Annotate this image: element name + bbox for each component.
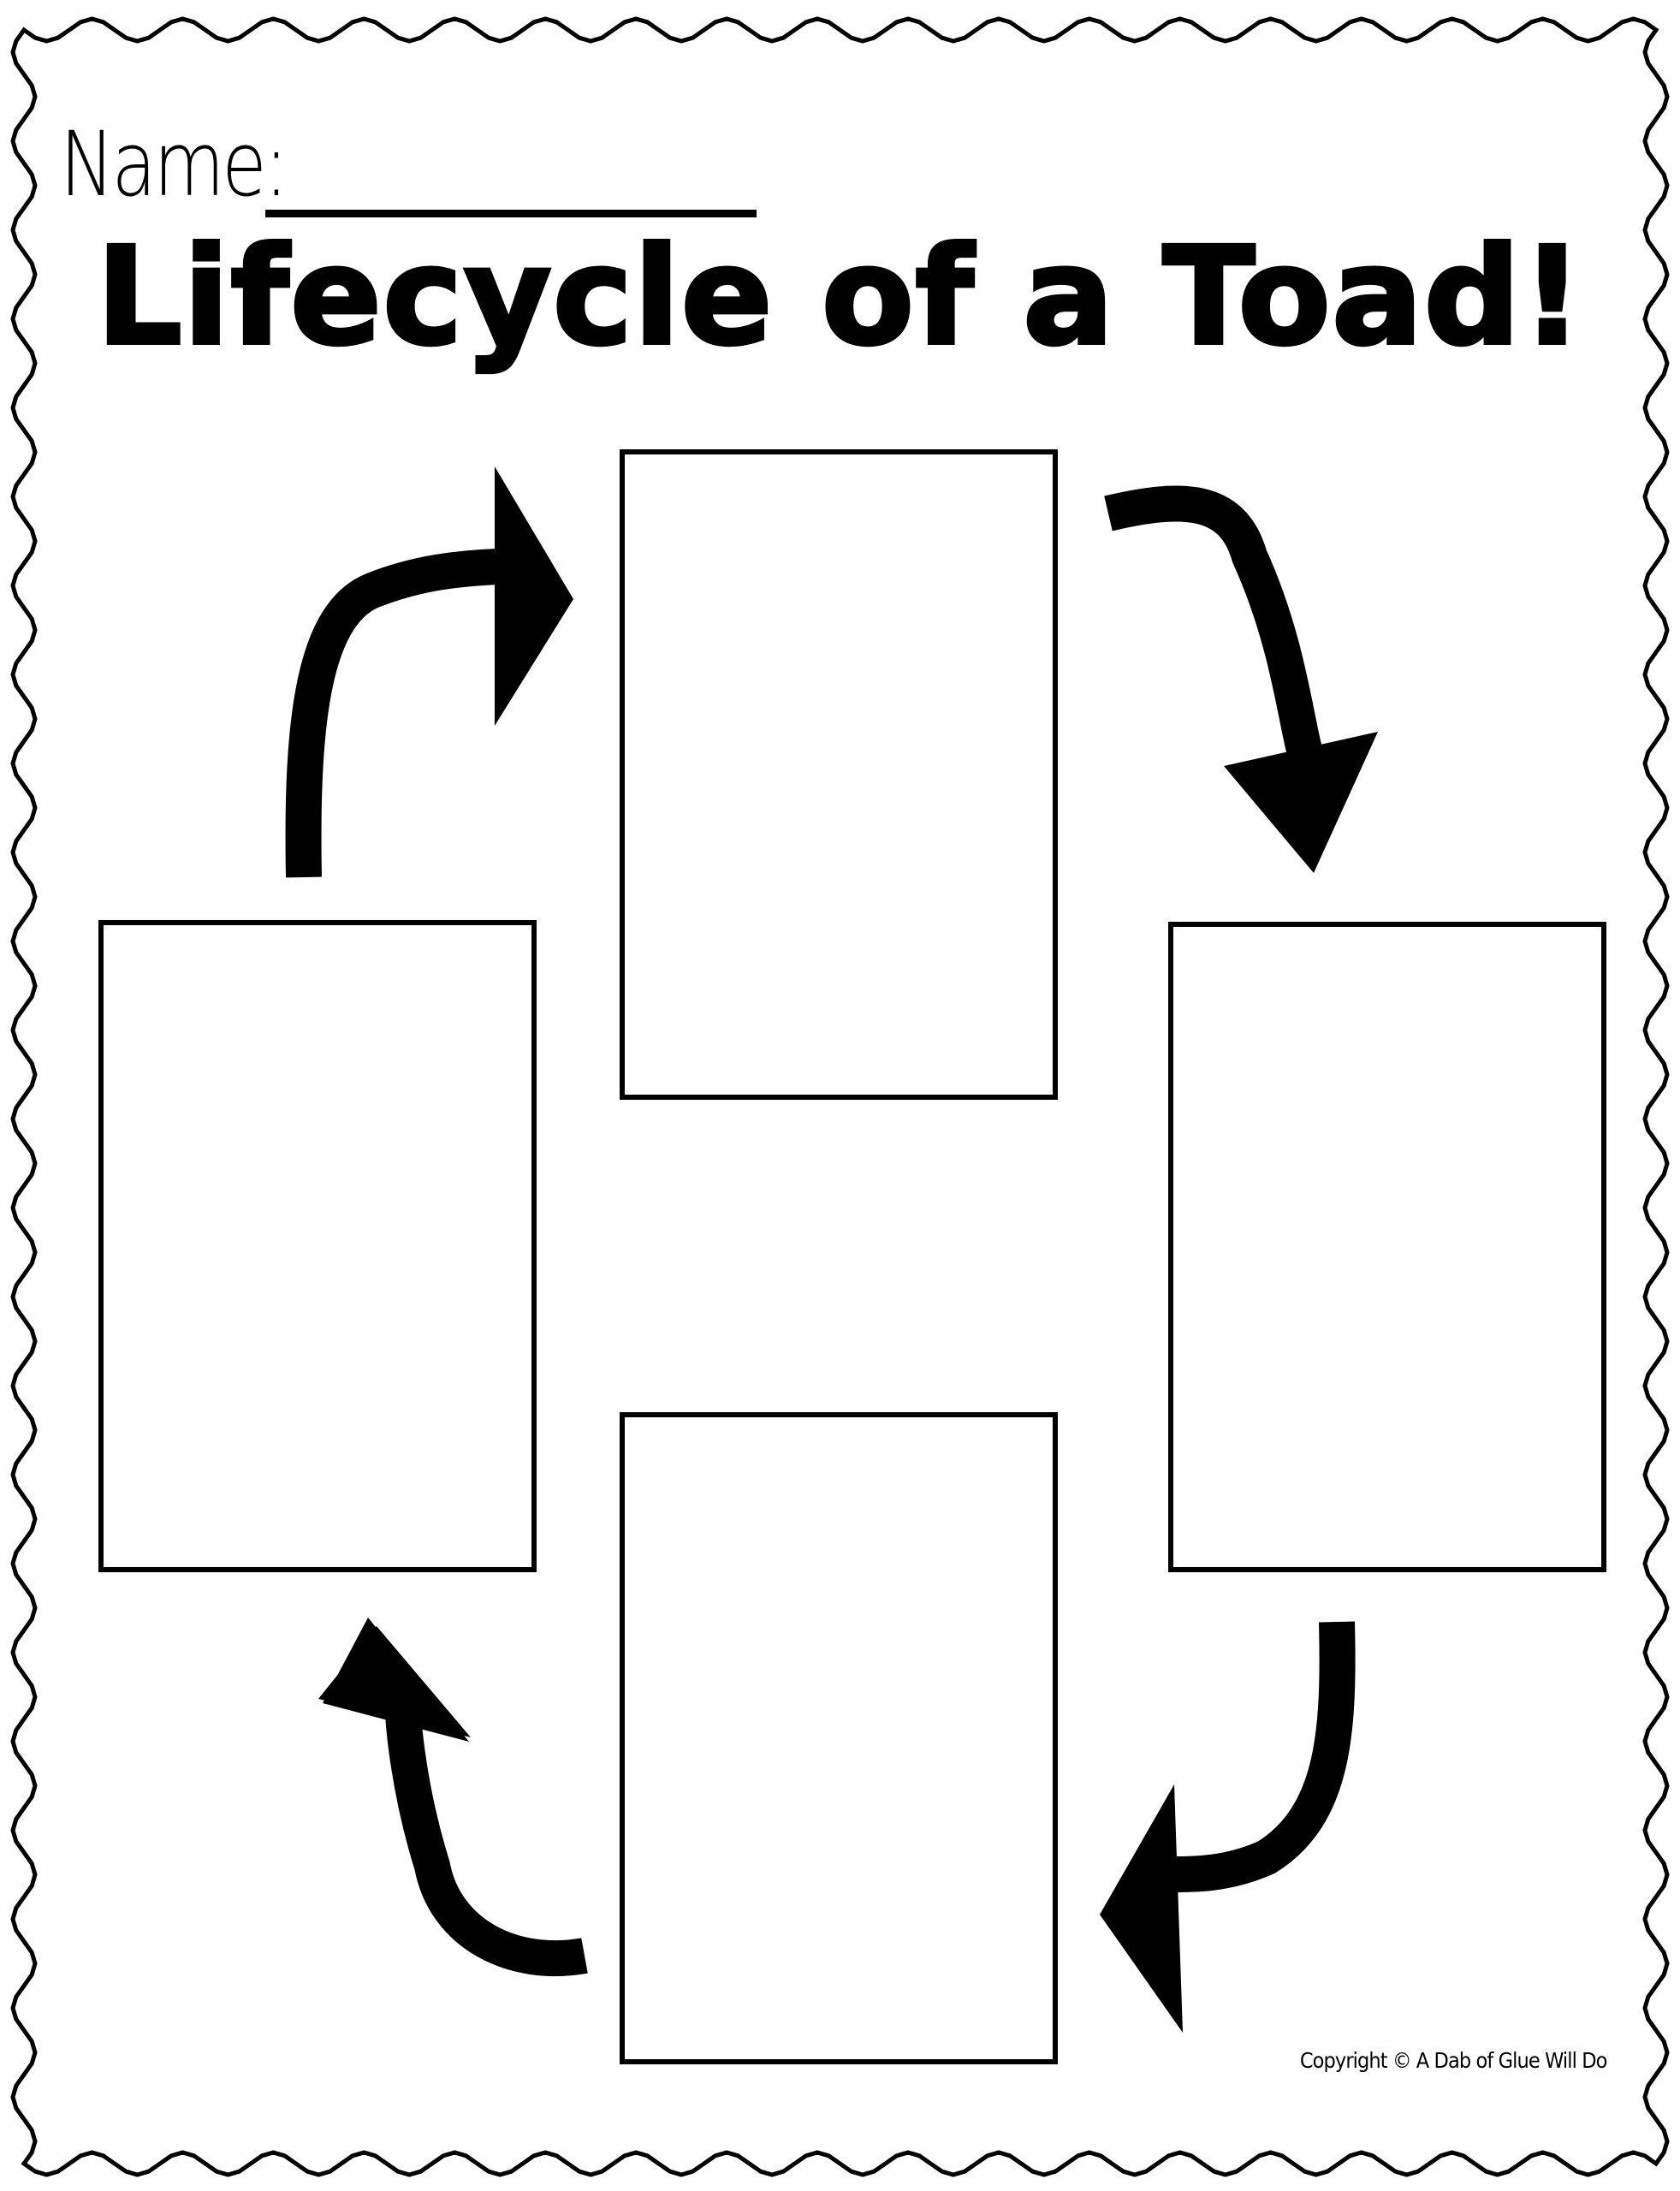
page-title: Lifecycle of a Toad!	[94, 218, 1584, 376]
stage-box-right[interactable]	[1168, 922, 1606, 1572]
stage-box-left[interactable]	[98, 920, 537, 1572]
name-write-line[interactable]	[265, 210, 757, 217]
arrow-right-to-bottom-icon	[1100, 1621, 1356, 2033]
name-label: Name:	[60, 112, 288, 217]
arrow-bottom-to-left-icon	[318, 1618, 588, 1977]
stage-box-top[interactable]	[620, 449, 1058, 1100]
arrow-left-to-top-icon	[285, 466, 573, 878]
arrow-top-to-right-icon	[1104, 485, 1378, 873]
stage-box-bottom[interactable]	[620, 1412, 1058, 2064]
copyright-text: Copyright © A Dab of Glue Will Do	[1300, 2048, 1608, 2073]
